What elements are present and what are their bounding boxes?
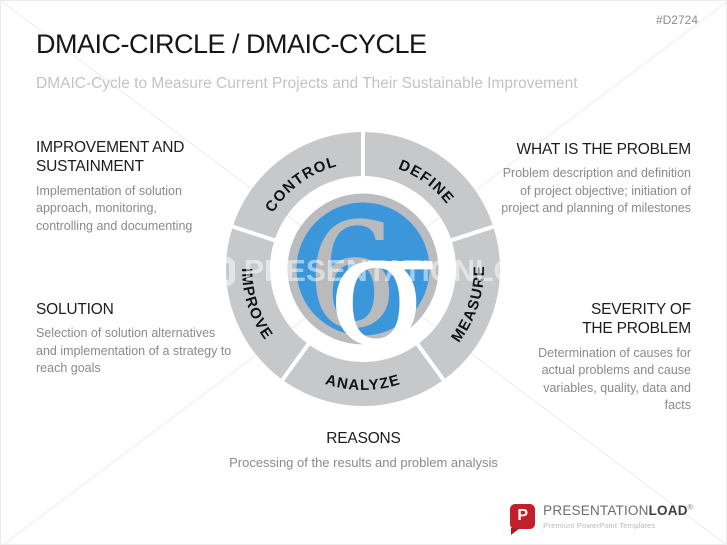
block-improvement-and-sustainment: IMPROVEMENT AND SUSTAINMENT Implementati… — [36, 138, 231, 235]
block-heading: REASONS — [326, 430, 401, 447]
segment-label-analyze: ANALYZE — [323, 371, 401, 394]
block-body: Processing of the results and problem an… — [229, 455, 498, 471]
block-body: Determination of causes for actual probl… — [538, 345, 691, 413]
six-glyph: 6 — [306, 192, 398, 361]
block-heading: SOLUTION — [36, 301, 114, 318]
template-id-tag: #D2724 — [655, 13, 698, 27]
dmaic-cycle-diagram: 6 σ CONTROL DEFINE MEASURE ANALYZE IMPRO… — [226, 129, 500, 406]
block-what-is-the-problem: WHAT IS THE PROBLEM Problem description … — [486, 140, 691, 218]
svg-text:ANALYZE: ANALYZE — [323, 371, 402, 394]
block-severity-of-the-problem: SEVERITY OF THE PROBLEM Determination of… — [506, 300, 691, 415]
presentationload-p-icon: P — [510, 504, 536, 536]
block-reasons: REASONS Processing of the results and pr… — [1, 429, 726, 473]
logo-tagline: Premium PowerPoint Templates — [543, 521, 656, 530]
sigma-glyph: σ — [328, 195, 437, 382]
logo-brand-first: PRESENTATION — [543, 503, 649, 519]
block-body: Implementation of solution approach, mon… — [36, 183, 193, 233]
page-title: DMAIC-CIRCLE / DMAIC-CYCLE — [36, 29, 427, 59]
presentationload-logo[interactable]: P PRESENTATIONLOAD® Premium PowerPoint T… — [510, 503, 693, 536]
logo-brand-second: LOAD — [648, 503, 688, 519]
six-sigma-blue-circle — [296, 202, 430, 336]
block-heading: SEVERITY OF THE PROBLEM — [582, 301, 691, 338]
logo-text: PRESENTATIONLOAD® Premium PowerPoint Tem… — [543, 503, 693, 530]
block-heading: IMPROVEMENT AND SUSTAINMENT — [36, 139, 185, 176]
segment-dividers — [229, 129, 497, 384]
registered-mark: ® — [687, 504, 693, 512]
block-heading: WHAT IS THE PROBLEM — [516, 141, 692, 158]
logo-letter: P — [517, 507, 528, 525]
page-subtitle: DMAIC-Cycle to Measure Current Projects … — [36, 75, 578, 92]
block-body: Problem description and definition of pr… — [501, 166, 691, 216]
block-body: Selection of solution alternatives and i… — [36, 326, 232, 376]
block-solution: SOLUTION Selection of solution alternati… — [36, 300, 241, 378]
logo-brand-line: PRESENTATIONLOAD® — [543, 503, 693, 519]
